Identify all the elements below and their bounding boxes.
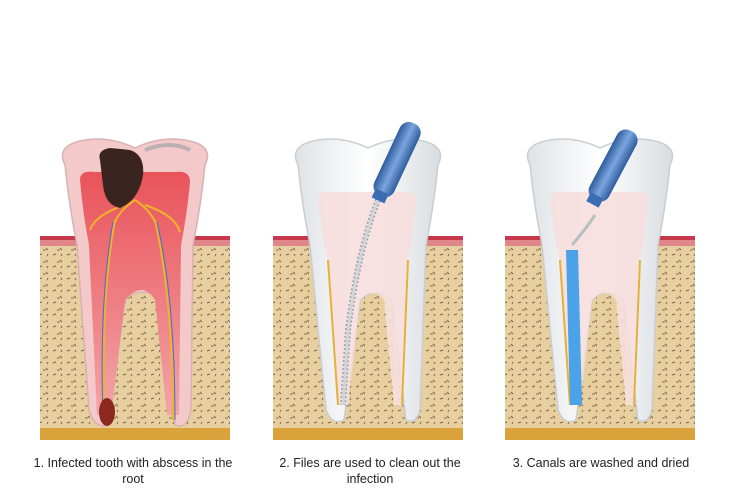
irrigation-fluid	[566, 250, 582, 405]
panel-canal-washing	[505, 129, 695, 440]
nerve-vessels	[89, 199, 181, 421]
infected-pulp	[80, 171, 190, 415]
panel-file-cleaning	[273, 121, 463, 440]
file-handle	[371, 121, 421, 204]
caption-step-2: 2. Files are used to clean out the infec…	[279, 456, 461, 486]
panel-infected-tooth	[40, 138, 230, 440]
caption-step-3: 3. Canals are washed and dried	[512, 456, 690, 470]
irrigation-syringe	[586, 129, 638, 208]
decay-cavity	[99, 148, 144, 208]
caption-step-1: 1. Infected tooth with abscess in the ro…	[33, 456, 233, 486]
irrigation-needle	[570, 214, 597, 246]
pulp-chamber	[318, 191, 417, 405]
abscess	[99, 398, 115, 426]
